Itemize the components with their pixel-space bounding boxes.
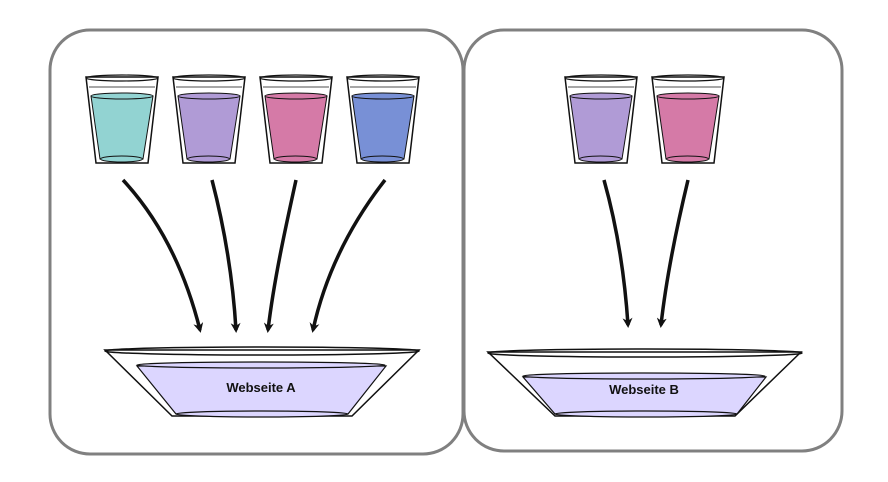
purple-glass-icon (564, 74, 638, 164)
panel-website-a: Webseite A (48, 28, 465, 456)
arrow-pink-to-bowl-b (656, 179, 690, 328)
bowl-a-liquid-surface (136, 361, 386, 369)
glass-liquid-surface (264, 92, 328, 100)
glass-base (579, 155, 622, 163)
glass-base (666, 155, 709, 163)
glass-liquid (177, 95, 241, 160)
glass-liquid (264, 95, 328, 160)
glass-base (187, 155, 230, 163)
glass-liquid-surface (177, 92, 241, 100)
bowl-b-label: Webseite B (609, 382, 679, 397)
glass-liquid (656, 95, 720, 160)
bowl-a-label: Webseite A (226, 380, 296, 395)
arrow-blue-to-bowl-a (309, 178, 387, 333)
pink-glass-icon (651, 74, 725, 164)
glass-rim (651, 74, 725, 82)
arrow-pink-to-bowl-a (263, 179, 298, 333)
pink-glass-icon (259, 74, 333, 164)
bowl-b-base (554, 410, 738, 418)
glass-rim (346, 74, 420, 82)
bowl-a: Webseite A (103, 346, 421, 418)
bowl-b-liquid-surface (522, 372, 766, 380)
bowl-b: Webseite B (486, 348, 803, 418)
panel-website-b: Webseite B (462, 28, 844, 453)
glass-liquid-surface (656, 92, 720, 100)
glass-rim (85, 74, 159, 82)
arrow-purple-to-bowl-b (602, 179, 633, 328)
bowl-a-base (175, 410, 349, 418)
glass-rim (259, 74, 333, 82)
glass-base (100, 155, 143, 163)
glass-liquid-surface (569, 92, 633, 100)
cyan-glass-icon (85, 74, 159, 164)
bowl-b-rim (487, 348, 803, 358)
glass-liquid (90, 95, 154, 160)
glass-liquid (351, 95, 415, 160)
arrow-purple-to-bowl-a (210, 179, 241, 333)
bowl-a-rim (104, 346, 420, 356)
glass-base (361, 155, 404, 163)
glass-rim (564, 74, 638, 82)
glass-liquid-surface (90, 92, 154, 100)
blue-glass-icon (346, 74, 420, 164)
glass-liquid-surface (351, 92, 415, 100)
glass-liquid (569, 95, 633, 160)
glass-rim (172, 74, 246, 82)
glass-base (274, 155, 317, 163)
arrow-cyan-to-bowl-a (121, 178, 204, 333)
purple-glass-icon (172, 74, 246, 164)
panel-b-frame (462, 28, 844, 453)
